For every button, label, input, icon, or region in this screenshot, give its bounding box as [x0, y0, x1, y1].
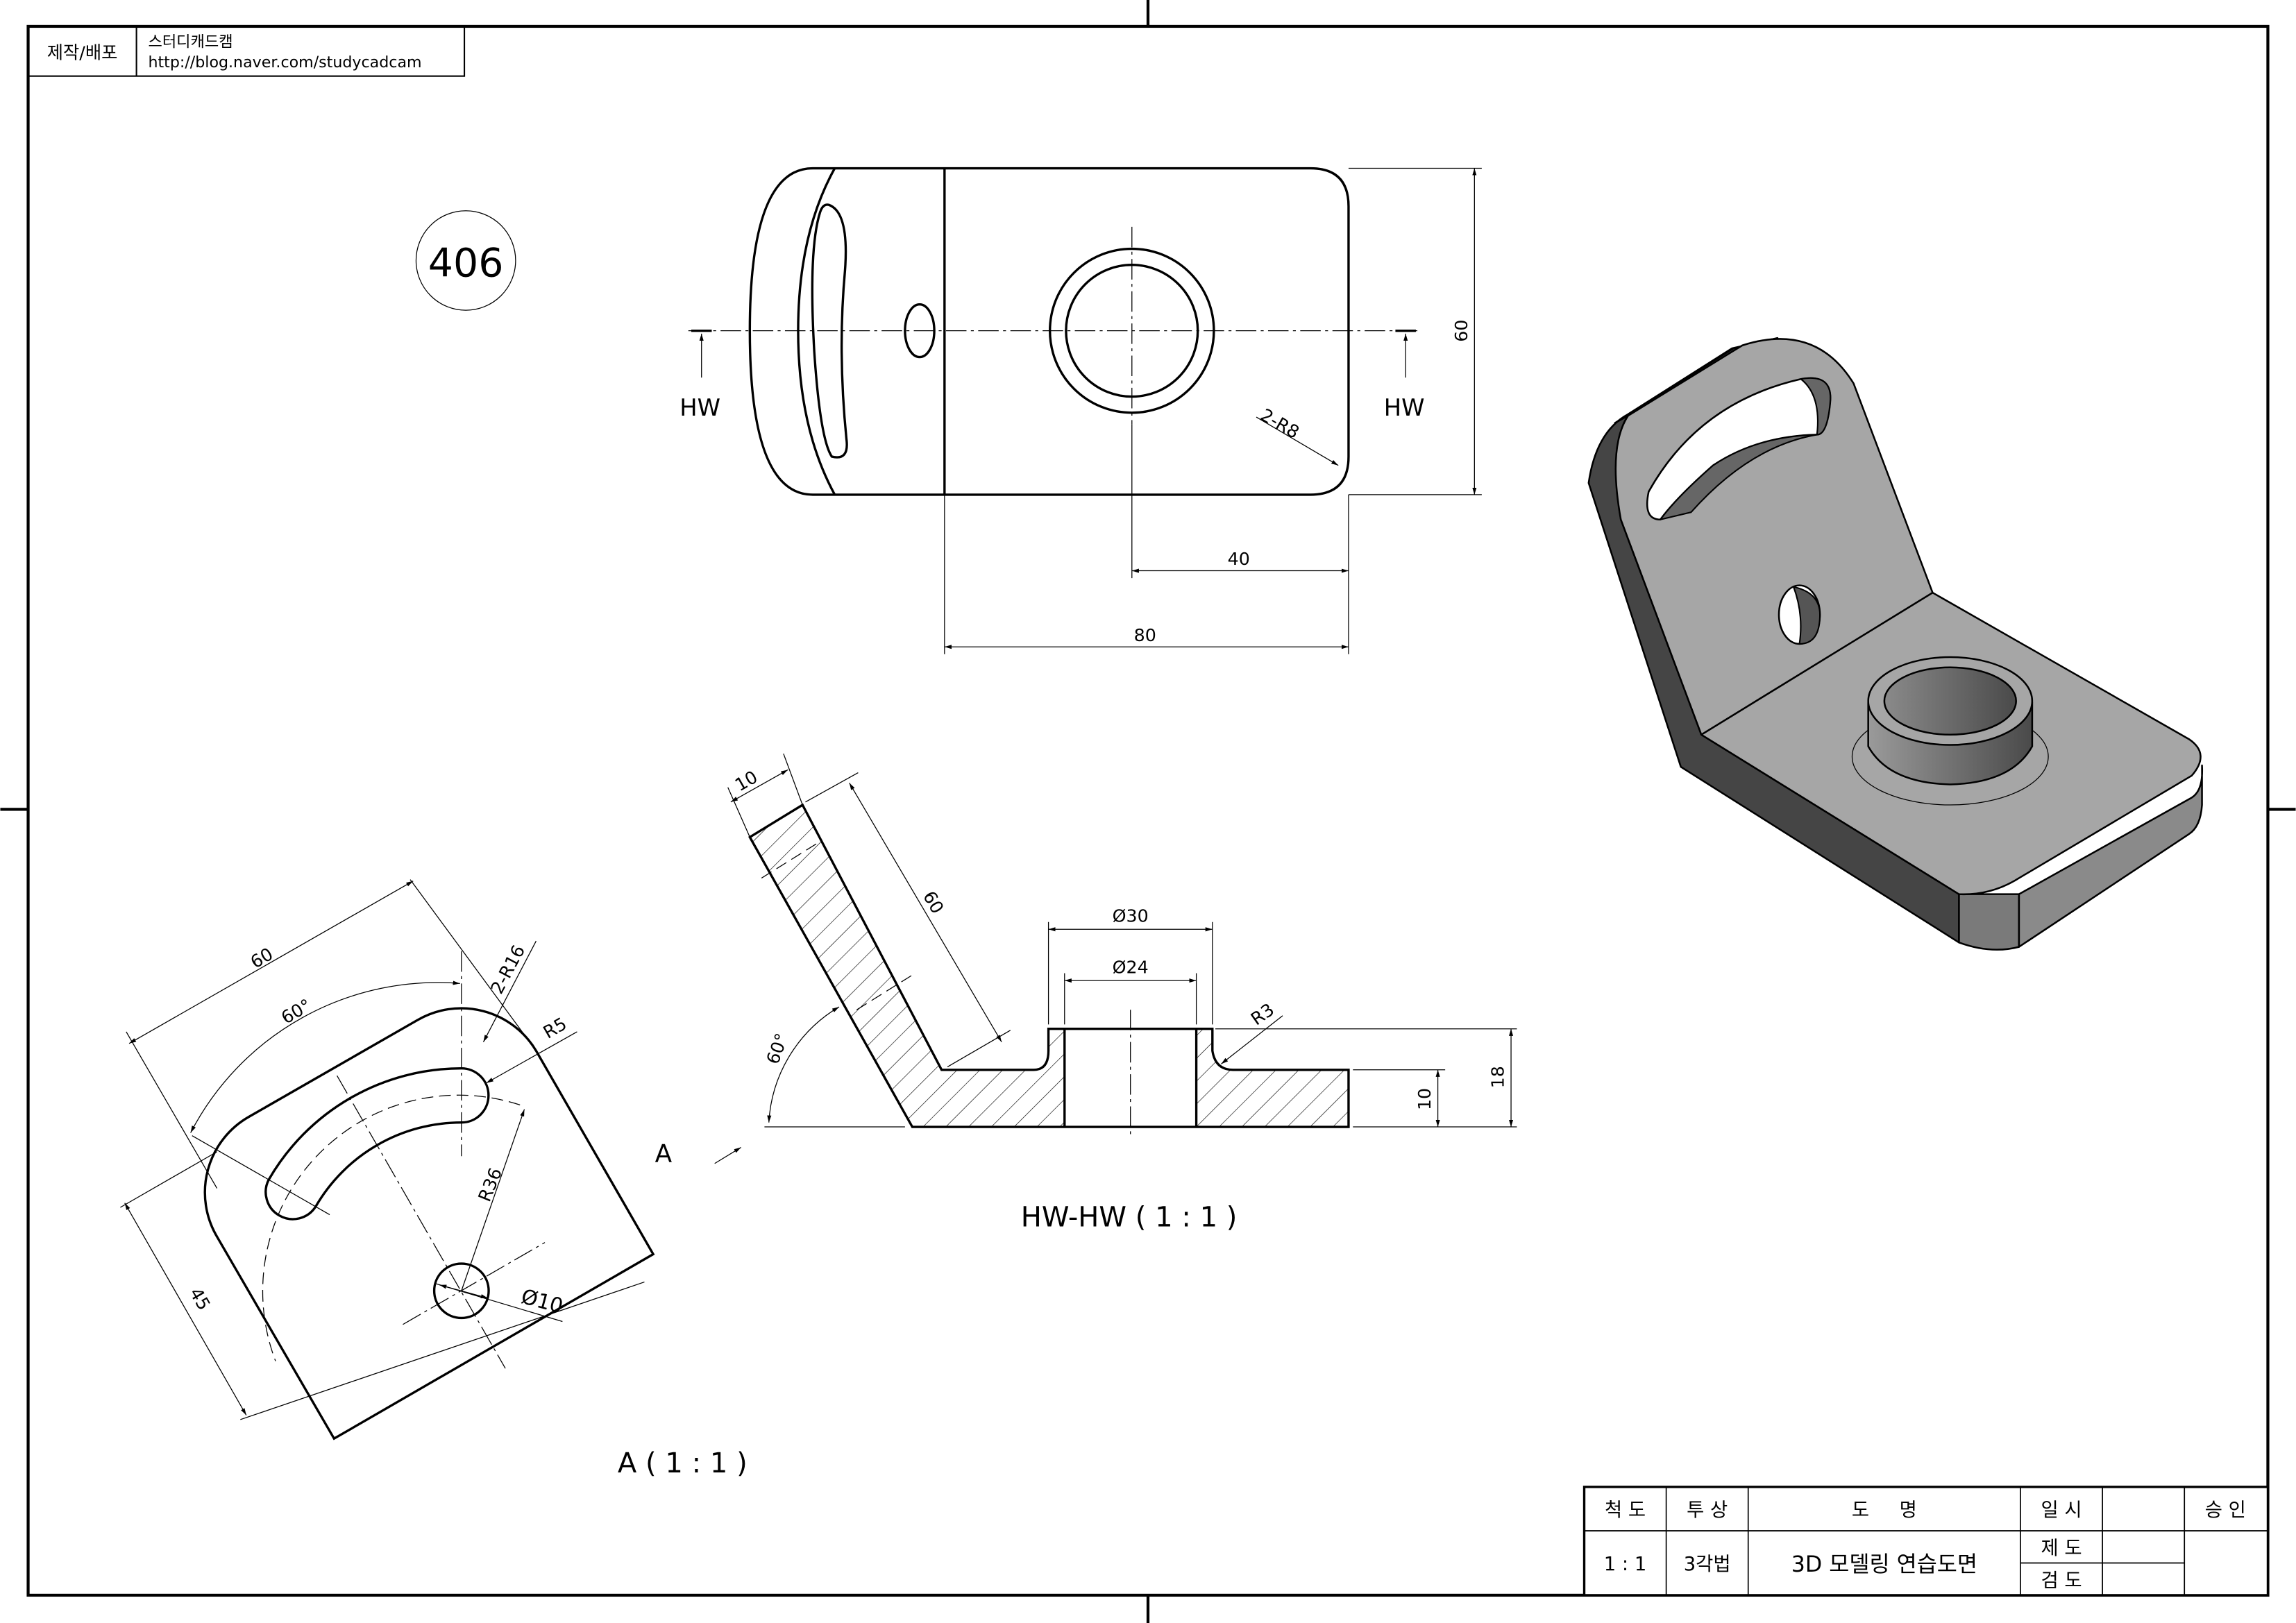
section-mark-left: HW: [679, 394, 720, 421]
dim-wall-thickness: 10: [732, 767, 761, 795]
aux-view-title: A ( 1 : 1 ): [618, 1447, 748, 1479]
dim-height: 45: [185, 1284, 214, 1314]
dim-boss-outer: Ø30: [1113, 906, 1149, 926]
author-label: 제작/배포: [47, 42, 118, 62]
dim-fillet: R3: [1247, 999, 1278, 1029]
hole: [432, 1262, 490, 1320]
view-arrow-label: A: [655, 1140, 673, 1169]
dim-angle: 60°: [278, 995, 314, 1028]
author-url: http://blog.naver.com/studycadcam: [148, 53, 421, 71]
dim-corners: 2-R16: [487, 942, 529, 997]
dim-wall-length: 60: [919, 887, 947, 917]
dim-offset: 40: [1228, 549, 1250, 569]
section-view: 10 60 60° Ø30 Ø24 R3 10 18 A HW-HW ( 1 :…: [655, 753, 1517, 1233]
author-name: 스터디캐드캠: [148, 33, 233, 51]
drawing-number-balloon: 406: [415, 210, 516, 311]
drawing-number: 406: [428, 241, 504, 287]
dim-slot-radius: R36: [475, 1165, 507, 1205]
dim-length: 80: [1134, 625, 1156, 645]
dim-height: 60: [1451, 320, 1471, 342]
tb-scale: 1 : 1: [1604, 1554, 1647, 1575]
dim-bore: Ø24: [1113, 958, 1149, 978]
tb-header-approve: 승 인: [2205, 1499, 2246, 1521]
dim-angle: 60°: [763, 1030, 793, 1067]
tb-header-name: 도 명: [1852, 1499, 1917, 1521]
plate-outline: [203, 1007, 655, 1441]
author-box: 제작/배포 스터디캐드캠 http://blog.naver.com/study…: [27, 25, 466, 77]
dim-hole: Ø10: [518, 1284, 566, 1318]
tb-drawn: 제 도: [2041, 1538, 2082, 1559]
dim-corner-radius: 2-R8: [1257, 405, 1303, 443]
top-view: 60 40 80 2-R8 HW HW: [679, 167, 1482, 654]
tb-projection: 3각법: [1684, 1554, 1731, 1575]
title-block: 척 도 투 상 도 명 일 시 승 인 1 : 1 3각법 3D 모델링 연습도…: [1582, 1486, 2270, 1597]
tb-header-projection: 투 상: [1687, 1499, 1728, 1521]
dim-base-thickness: 10: [1415, 1088, 1435, 1110]
tb-drawing-name: 3D 모델링 연습도면: [1791, 1552, 1977, 1577]
isometric-view: [1587, 337, 2204, 951]
slot-outline: [811, 203, 848, 459]
tb-header-scale: 척 도: [1605, 1499, 1646, 1521]
dim-total-height: 18: [1488, 1066, 1508, 1088]
section-mark-right: HW: [1384, 394, 1425, 421]
tb-checked: 검 도: [2041, 1570, 2082, 1591]
section-title: HW-HW ( 1 : 1 ): [1021, 1201, 1238, 1233]
dim-width: 60: [247, 944, 276, 972]
aux-view-a: 60 60° 45 2-R16 R5 R36 Ø10 A ( 1 : 1 ): [120, 879, 748, 1479]
arc-slot: [264, 1067, 490, 1221]
tb-header-date: 일 시: [2041, 1499, 2082, 1521]
